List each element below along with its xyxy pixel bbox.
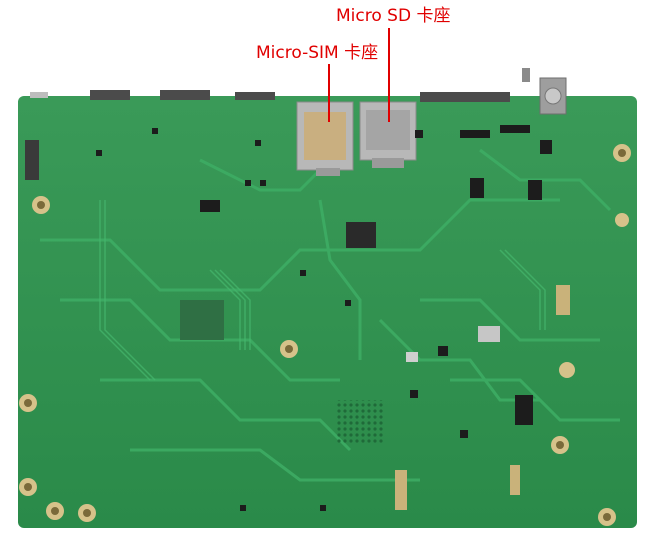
top-edge-connectors bbox=[30, 90, 510, 102]
bga-footprint bbox=[335, 400, 385, 445]
callout-leader-lines bbox=[328, 28, 390, 122]
pcb-fine-traces bbox=[99, 200, 546, 381]
microsim-slot-label: Micro-SIM 卡座 bbox=[256, 43, 379, 63]
antenna-connector bbox=[522, 68, 567, 115]
micro-sim-slot bbox=[296, 101, 354, 176]
smd-components bbox=[25, 125, 570, 511]
pcb-board bbox=[18, 96, 637, 528]
microsd-slot-label: Micro SD 卡座 bbox=[336, 6, 451, 26]
mounting-holes bbox=[19, 144, 631, 526]
